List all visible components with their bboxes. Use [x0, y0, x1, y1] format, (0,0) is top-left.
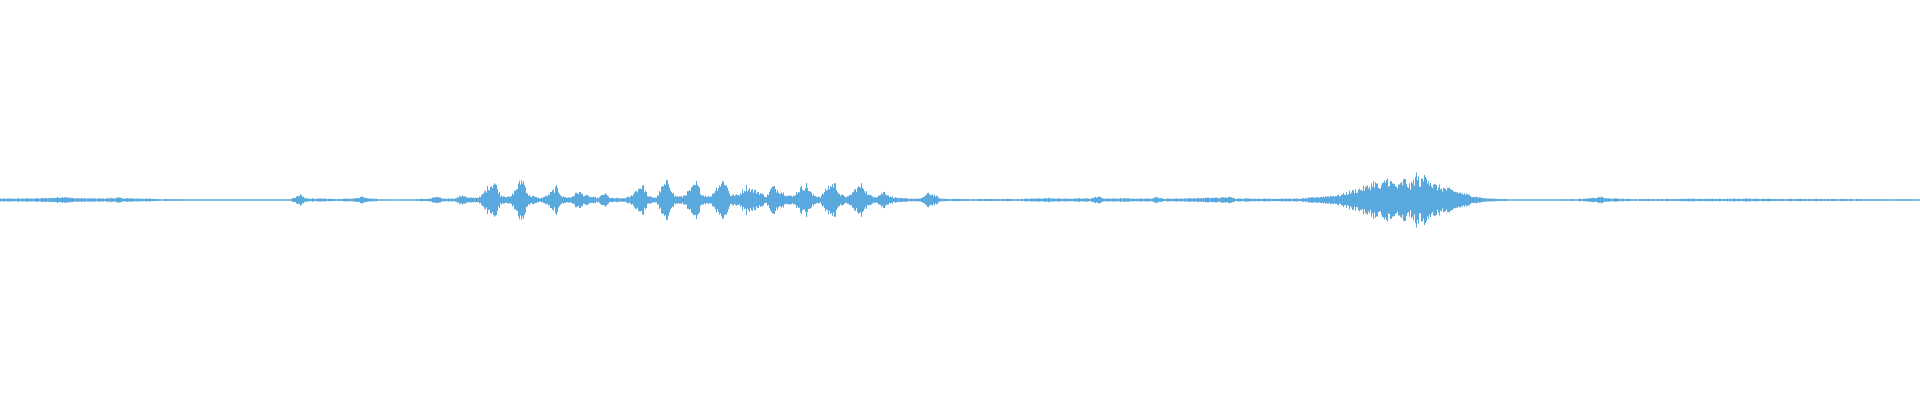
waveform-peaks	[0, 172, 1920, 228]
